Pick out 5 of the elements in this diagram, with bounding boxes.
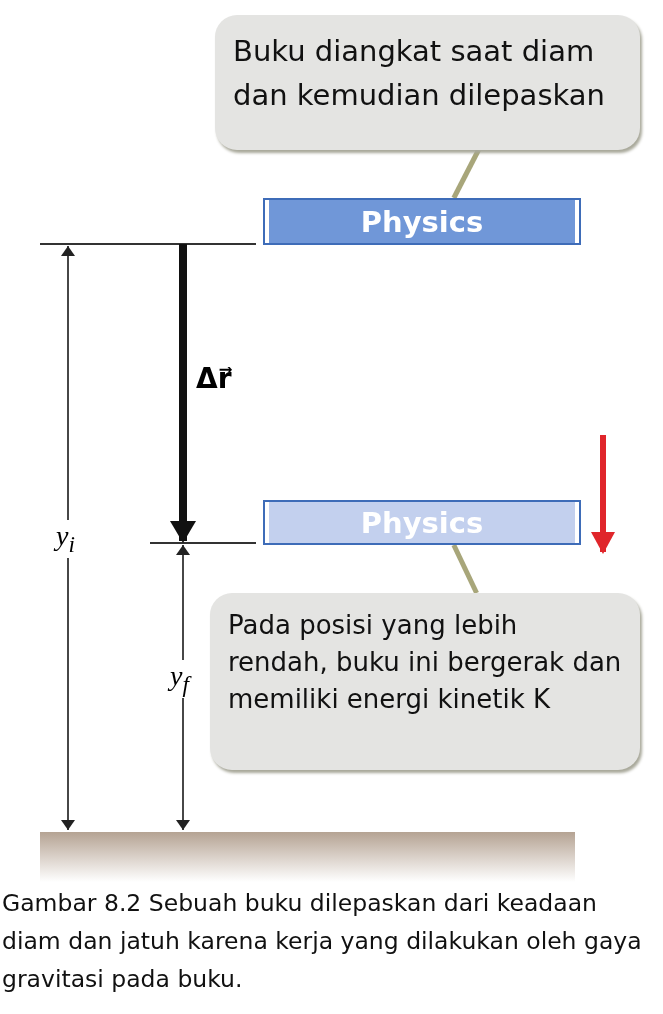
book-drawing: Physics <box>263 198 581 245</box>
callout-box: Buku diangkat saat diam dan kemudian dilepaskan <box>215 15 640 150</box>
book-drawing: Physics <box>263 500 581 545</box>
callout-box: Pada posisi yang lebih rendah, buku ini bergerak dan memiliki energi kinetik K <box>210 593 640 770</box>
caption: Gambar 8.2 Sebuah buku dilepaskan dari keadaan diam dan jatuh karena kerja yang dilakukan oleh gaya gravitasi pada buku. <box>2 888 643 995</box>
